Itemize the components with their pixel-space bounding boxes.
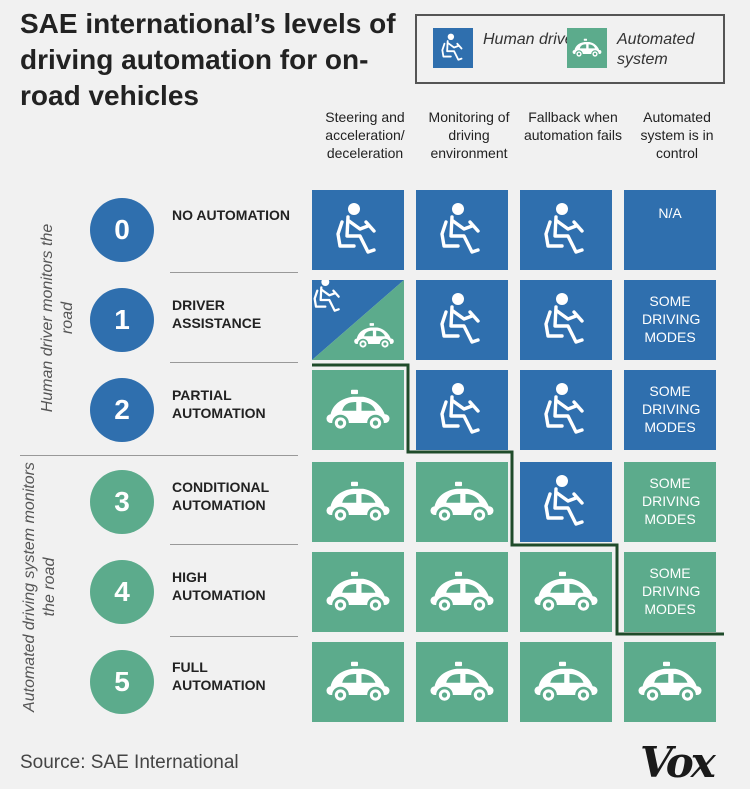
row-divider [170, 272, 298, 273]
cell-label: N/A [658, 205, 682, 221]
cell-steering-automated-car-icon [312, 462, 404, 542]
cell-steering-automated-car-icon [312, 642, 404, 722]
level-1-name: DRIVER ASSISTANCE [172, 297, 262, 331]
vox-logo: Vox [640, 738, 716, 787]
cell-monitoring-human-driver-icon [416, 370, 508, 450]
column-header-control: Automated system is in control [640, 109, 714, 161]
column-header-monitoring: Monitoring of driving environment [428, 109, 510, 161]
cell-fallback-automated-car-icon [520, 642, 612, 722]
level-1-badge: 1 [90, 288, 154, 352]
legend: Human driver Automated system [415, 14, 725, 84]
level-2-badge: 2 [90, 378, 154, 442]
row-divider [170, 362, 298, 363]
page-title: SAE international’s levels of driving au… [20, 8, 396, 111]
cell-fallback-automated-car-icon [520, 552, 612, 632]
cell-steering-automated-car-icon [312, 370, 404, 450]
cell-monitoring-human-driver-icon [416, 280, 508, 360]
level-3-badge: 3 [90, 470, 154, 534]
cell-control-text: SOME DRIVING MODES [624, 370, 716, 450]
monitoring-group-divider [20, 455, 298, 456]
cell-steering-automated-car-icon [312, 552, 404, 632]
cell-control-automated-car-icon [624, 642, 716, 722]
cell-label: SOME DRIVING MODES [642, 475, 701, 527]
row-divider [170, 544, 298, 545]
level-5-badge: 5 [90, 650, 154, 714]
cell-fallback-human-driver-icon [520, 462, 612, 542]
cell-label: SOME DRIVING MODES [642, 383, 701, 435]
car-icon [567, 28, 607, 68]
level-2-name: PARTIAL AUTOMATION [172, 387, 266, 421]
cell-fallback-human-driver-icon [520, 280, 612, 360]
cell-monitoring-automated-car-icon [416, 462, 508, 542]
cell-control-text: SOME DRIVING MODES [624, 552, 716, 632]
cell-monitoring-human-driver-icon [416, 190, 508, 270]
legend-label-human: Human driver [483, 31, 580, 48]
legend-label-automated: Automated system [617, 31, 695, 68]
level-4-name: HIGH AUTOMATION [172, 569, 266, 603]
cell-fallback-human-driver-icon [520, 370, 612, 450]
cell-label: SOME DRIVING MODES [642, 293, 701, 345]
side-label-automated: Automated driving system monitors the ro… [21, 462, 58, 712]
cell-control-text: N/A [624, 190, 716, 270]
cell-steering-human-driver-icon [312, 190, 404, 270]
cell-monitoring-automated-car-icon [416, 642, 508, 722]
level-5-name: FULL AUTOMATION [172, 659, 266, 693]
column-header-fallback: Fallback when automation fails [523, 109, 623, 143]
level-4-badge: 4 [90, 560, 154, 624]
driver-icon [433, 28, 473, 68]
cell-control-text: SOME DRIVING MODES [624, 462, 716, 542]
cell-fallback-human-driver-icon [520, 190, 612, 270]
level-3-name: CONDITIONAL AUTOMATION [172, 479, 269, 513]
side-label-human: Human driver monitors the road [39, 223, 76, 413]
cell-monitoring-automated-car-icon [416, 552, 508, 632]
level-0-name: NO AUTOMATION [172, 207, 290, 223]
level-0-badge: 0 [90, 198, 154, 262]
cell-steering-shared-icon [312, 280, 404, 360]
source-credit: Source: SAE International [20, 752, 239, 773]
cell-control-text: SOME DRIVING MODES [624, 280, 716, 360]
column-header-steering: Steering and acceleration/ deceleration [325, 109, 405, 161]
row-divider [170, 636, 298, 637]
cell-label: SOME DRIVING MODES [642, 565, 701, 617]
